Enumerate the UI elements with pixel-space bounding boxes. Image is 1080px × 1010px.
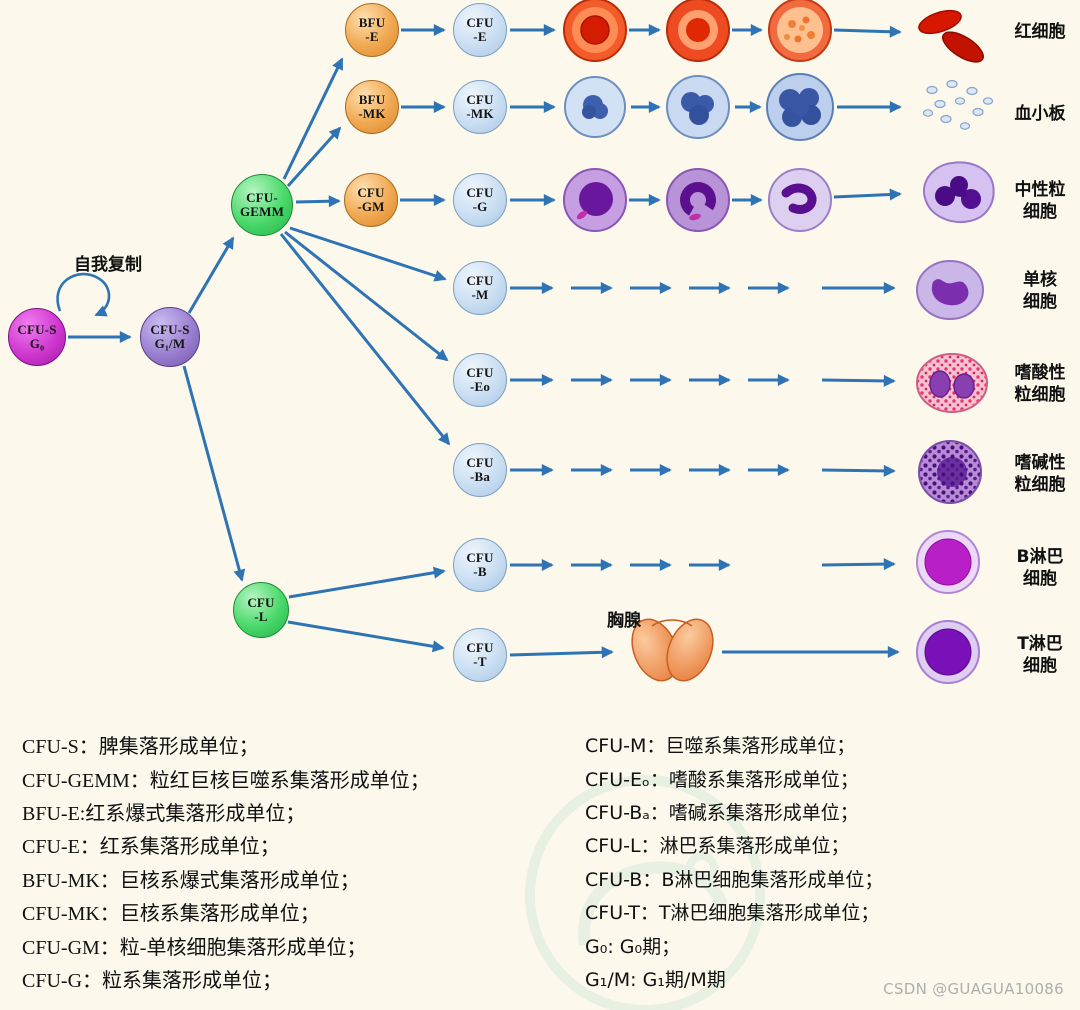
node-cfu-ba: CFU -Ba xyxy=(453,443,507,497)
cell-platelets xyxy=(922,79,994,130)
node-label: CFU xyxy=(466,15,494,31)
legend-item: BFU-MK：巨核系爆式集落形成单位； xyxy=(22,869,360,892)
legend-item: CFU-B：B淋巴细胞集落形成单位； xyxy=(585,868,884,891)
legend-item: CFU-S：脾集落形成单位； xyxy=(22,736,259,759)
node-label: -GM xyxy=(357,199,385,214)
node-cfu-t: CFU -T xyxy=(453,628,507,682)
label-eosinophil: 嗜酸性 粒细胞 xyxy=(1014,363,1066,406)
legend-item: BFU-E:红系爆式集落形成单位； xyxy=(22,802,306,825)
legend-item: CFU-E：红系集落形成单位； xyxy=(22,836,280,859)
node-label: CFU xyxy=(357,185,385,201)
cell-granulocyte-stage1 xyxy=(563,168,627,232)
node-label: CFU-S xyxy=(17,322,57,338)
node-bfu-mk: BFU -MK xyxy=(345,80,399,134)
node-label: -G xyxy=(472,199,488,214)
legend-item: CFU-M：巨噬系集落形成单位； xyxy=(585,735,856,758)
label-erythrocyte: 红细胞 xyxy=(1014,22,1066,42)
node-label: CFU xyxy=(466,365,494,381)
cell-eosinophil xyxy=(916,353,988,413)
cell-granulocyte-stage2 xyxy=(666,168,730,232)
node-label: -MK xyxy=(466,106,494,121)
node-cfu-s-g1m: CFU-S G₁/M xyxy=(140,307,200,367)
node-label: -T xyxy=(473,654,487,669)
node-label: -MK xyxy=(358,106,386,121)
label-neutrophil: 中性粒 细胞 xyxy=(1014,180,1066,223)
node-label: CFU xyxy=(466,92,494,108)
cell-megakaryocyte-stage3 xyxy=(766,73,834,141)
node-label: CFU xyxy=(466,273,494,289)
node-cfu-gemm: CFU- GEMM xyxy=(231,174,293,236)
node-label: CFU-S xyxy=(150,322,190,338)
cell-t-lymphocyte xyxy=(916,620,980,684)
legend-item: CFU-GM：粒-单核细胞集落形成单位； xyxy=(22,936,367,959)
cell-erythroid-stage1 xyxy=(563,0,627,62)
cell-granulocyte-stage3 xyxy=(768,168,832,232)
legend-item: CFU-GEMM：粒红巨核巨噬系集落形成单位； xyxy=(22,769,430,792)
node-label: CFU- xyxy=(246,190,278,206)
csdn-watermark: CSDN @GUAGUA10086 xyxy=(883,980,1064,998)
legend-item: CFU-Bₐ：嗜碱系集落形成单位； xyxy=(585,801,859,824)
legend-item: CFU-G：粒系集落形成单位； xyxy=(22,969,283,992)
node-label: -B xyxy=(473,564,487,579)
thymus-illustration xyxy=(631,618,714,682)
node-label: -Ba xyxy=(469,469,491,484)
legend-right-column: CFU-M：巨噬系集落形成单位； CFU-Eₒ：嗜酸系集落形成单位； CFU-B… xyxy=(585,728,883,995)
node-label: G₁/M xyxy=(154,336,186,351)
node-bfu-e: BFU -E xyxy=(345,3,399,57)
label-basophil: 嗜碱性 粒细胞 xyxy=(1014,453,1066,496)
thymus-label: 胸腺 xyxy=(607,611,641,631)
node-label: CFU xyxy=(466,455,494,471)
arrow-layer xyxy=(56,24,902,659)
cell-megakaryocyte-stage1 xyxy=(564,76,626,138)
cell-monocyte xyxy=(916,260,984,320)
label-b-lymphocyte: B淋巴 细胞 xyxy=(1016,547,1064,590)
node-label: BFU xyxy=(358,15,386,31)
cell-megakaryocyte-stage2 xyxy=(666,75,730,139)
legend-item: CFU-Eₒ：嗜酸系集落形成单位； xyxy=(585,768,859,791)
node-label: GEMM xyxy=(239,204,285,219)
node-label: CFU xyxy=(466,550,494,566)
self-replication-label: 自我复制 xyxy=(74,255,142,275)
node-label: -M xyxy=(471,287,489,302)
cell-erythrocytes xyxy=(918,9,984,63)
node-label: -Eo xyxy=(469,379,491,394)
background-watermark-swirl xyxy=(525,775,765,1010)
legend-item: G₀: G₀期； xyxy=(585,935,681,958)
legend-item: CFU-T：T淋巴细胞集落形成单位； xyxy=(585,902,880,925)
node-cfu-l: CFU -L xyxy=(233,582,289,638)
cell-basophil xyxy=(918,440,982,504)
node-cfu-m: CFU -M xyxy=(453,261,507,315)
legend-left-column: CFU-S：脾集落形成单位； CFU-GEMM：粒红巨核巨噬系集落形成单位； B… xyxy=(22,728,430,995)
node-label: BFU xyxy=(358,92,386,108)
self-replication-loop-arrow xyxy=(56,272,111,317)
node-cfu-gm: CFU -GM xyxy=(344,173,398,227)
legend-item: G₁/M: G₁期/M期 xyxy=(585,968,726,991)
node-cfu-s-g0: CFU-S G₀ xyxy=(8,308,66,366)
node-label: CFU xyxy=(466,185,494,201)
cell-erythroid-stage2 xyxy=(666,0,730,62)
node-cfu-b: CFU -B xyxy=(453,538,507,592)
cell-b-lymphocyte xyxy=(916,530,980,594)
node-cfu-e: CFU -E xyxy=(453,3,507,57)
node-label: -L xyxy=(254,609,268,624)
label-monocyte: 单核 细胞 xyxy=(1023,270,1057,313)
cell-neutrophil xyxy=(922,161,995,223)
node-cfu-g: CFU -G xyxy=(453,173,507,227)
label-platelet: 血小板 xyxy=(1014,104,1066,124)
node-label: CFU xyxy=(247,595,275,611)
node-label: G₀ xyxy=(29,336,45,351)
node-label: -E xyxy=(365,29,379,44)
node-cfu-eo: CFU -Eo xyxy=(453,353,507,407)
cell-erythroid-stage3 xyxy=(768,0,832,62)
legend-item: CFU-MK：巨核系集落形成单位； xyxy=(22,903,320,926)
node-label: -E xyxy=(473,29,487,44)
legend-item: CFU-L：淋巴系集落形成单位； xyxy=(585,835,850,858)
label-t-lymphocyte: T淋巴 细胞 xyxy=(1017,634,1063,677)
node-cfu-mk: CFU -MK xyxy=(453,80,507,134)
node-label: CFU xyxy=(466,640,494,656)
